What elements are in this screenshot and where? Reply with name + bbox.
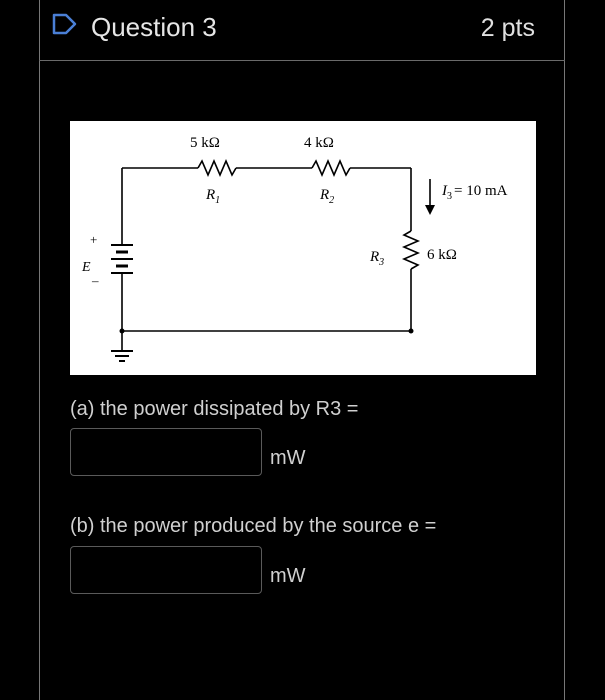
r1-subscript: 1 [215,195,220,206]
source-label: E [81,260,91,275]
part-a-answer-input[interactable] [70,428,262,476]
r2-value-label: 4 kΩ [304,135,334,151]
r1-label: R [205,187,215,203]
source-minus: – [91,273,99,288]
current-arrow-icon [425,205,435,215]
current-label: I [441,183,448,199]
svg-text:I3= 10 mA: I3= 10 mA [441,183,508,202]
svg-text:R3: R3 [369,249,384,268]
current-subscript: 3 [447,191,452,202]
question-title: Question 3 [91,12,217,42]
svg-text:R2: R2 [319,187,334,206]
current-value: = 10 mA [454,183,508,199]
r2-subscript: 2 [329,195,334,206]
part-b-unit: mW [270,565,306,587]
part-a-prompt: (a) the power dissipated by R3 = [70,398,359,420]
r1-value-label: 5 kΩ [190,135,220,151]
r3-label: R [369,249,379,265]
circuit-diagram: 5 kΩ R1 4 kΩ R2 R3 6 kΩ I3= 10 mA E + – [70,121,536,375]
source-plus: + [90,232,97,247]
r3-zigzag [401,230,421,270]
question-header [39,0,565,61]
r2-label: R [319,187,329,203]
r2-zigzag [311,158,351,178]
svg-text:R1: R1 [205,187,220,206]
part-a-unit: mW [270,447,306,469]
part-b-prompt: (b) the power produced by the source e = [70,515,437,537]
part-b-answer-input[interactable] [70,546,262,594]
r1-zigzag [197,158,237,178]
question-points: 2 pts [480,14,535,42]
bookmark-icon[interactable] [52,13,78,35]
r3-value-label: 6 kΩ [427,247,457,263]
r3-subscript: 3 [378,257,384,268]
question-panel [39,0,565,700]
